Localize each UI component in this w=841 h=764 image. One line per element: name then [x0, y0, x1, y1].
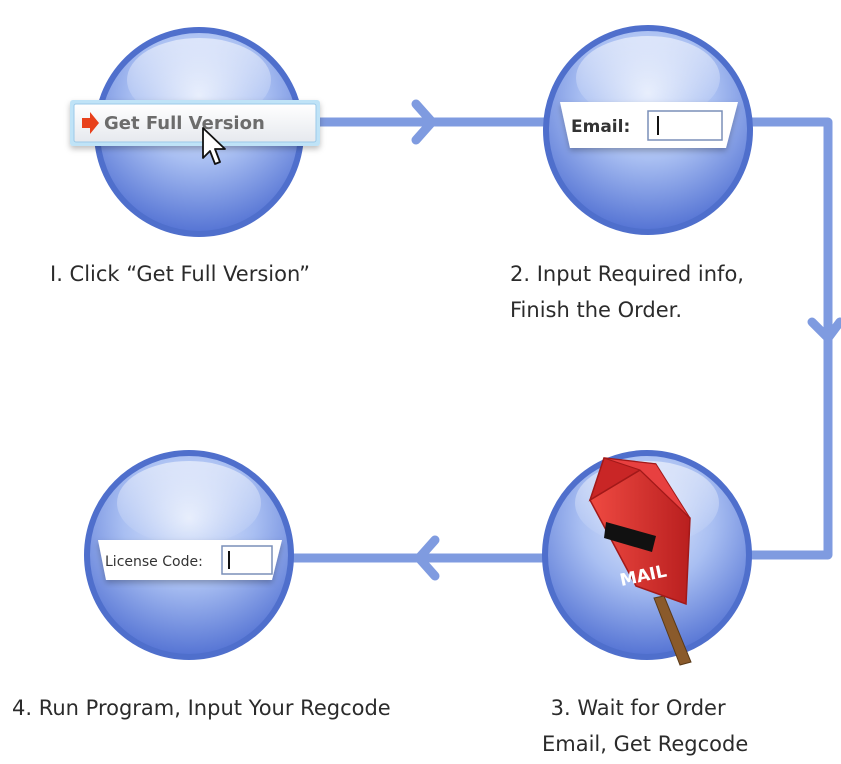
step-3-caption: 3. Wait for Order Email, Get Regcode	[528, 690, 748, 762]
connector-2-to-3	[745, 117, 833, 560]
get-full-version-label: Get Full Version	[104, 113, 265, 134]
arrow-icon	[82, 112, 99, 134]
email-field-widget: Email:	[560, 102, 738, 148]
license-code-field-widget: License Code:	[98, 540, 282, 580]
email-label: Email:	[571, 117, 630, 137]
arrow-left-icon	[414, 535, 440, 581]
step-1-caption-line-1: I. Click “Get Full Version”	[50, 262, 311, 286]
get-full-version-button[interactable]: Get Full Version	[70, 100, 320, 165]
email-input[interactable]	[647, 110, 723, 141]
connector-lines	[290, 117, 833, 563]
step-1-caption: I. Click “Get Full Version”	[50, 256, 310, 292]
step-2-caption-line-1: 2. Input Required info,	[510, 262, 744, 286]
step-3-caption-line-2: Email, Get Regcode	[542, 732, 749, 756]
step-4-caption: 4. Run Program, Input Your Regcode	[12, 690, 391, 726]
step-4-caption-line-1: 4. Run Program, Input Your Regcode	[12, 696, 391, 720]
license-code-label: License Code:	[105, 554, 203, 570]
license-code-input[interactable]	[221, 545, 273, 575]
arrow-down-icon	[807, 317, 841, 343]
mouse-cursor-icon	[202, 127, 226, 165]
arrow-right-icon	[411, 99, 437, 145]
step-2-caption-line-2: Finish the Order.	[510, 298, 683, 322]
mailbox-icon: MAIL	[588, 457, 692, 666]
step-3-caption-line-1: 3. Wait for Order	[550, 696, 726, 720]
step-2-caption: 2. Input Required info, Finish the Order…	[510, 256, 744, 328]
